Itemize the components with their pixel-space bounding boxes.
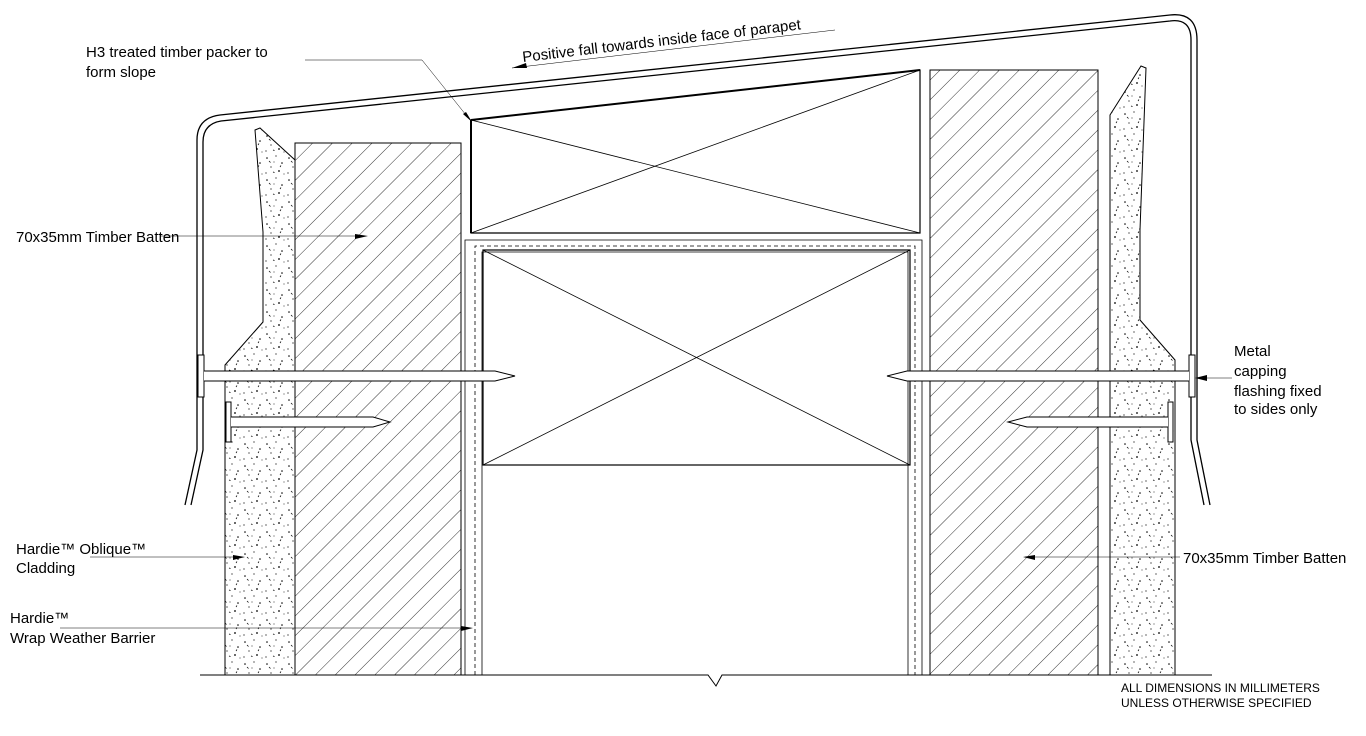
cladding-label-line1: Hardie™ Oblique™ [16,541,146,558]
wrap-label-line1: Hardie™ [10,610,69,627]
batten-right-label: 70x35mm Timber Batten [1183,550,1346,567]
fall-arrow [511,29,836,69]
capping-label-line1: Metal [1234,343,1271,360]
cladding-left [224,127,296,676]
capping-label-line3: flashing fixed [1234,383,1322,400]
fixing-left-lower [225,401,392,443]
dimensions-note-line1: ALL DIMENSIONS IN MILLIMETERS [1121,681,1320,695]
timber-batten-left [294,142,462,676]
timber-top-plate [482,249,911,466]
fixing-right-lower [1006,401,1174,443]
packer-label-line1: H3 treated timber packer to [86,44,268,61]
capping-label-line2: capping [1234,363,1287,380]
packer-label-line2: form slope [86,64,156,81]
cladding-label-line2: Cladding [16,560,75,577]
fixing-right-upper [886,354,1196,398]
leader-lines [60,59,1232,631]
timber-packer [470,69,921,234]
batten-left-label: 70x35mm Timber Batten [16,229,179,246]
dimensions-note-line2: UNLESS OTHERWISE SPECIFIED [1121,696,1312,710]
wrap-label-line2: Wrap Weather Barrier [10,630,155,647]
metal-capping-flashing [184,14,1211,506]
fixing-left-upper [197,354,516,398]
capping-label-line4: to sides only [1234,401,1318,418]
break-line [200,674,1212,687]
weather-barrier [464,239,923,675]
